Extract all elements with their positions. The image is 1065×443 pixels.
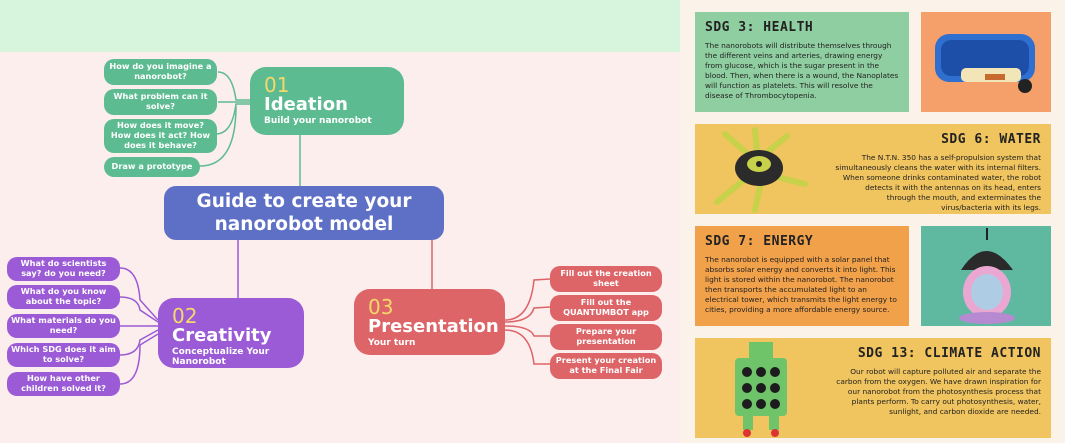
creativity-question: What do scientists say? do you need? (7, 257, 120, 281)
creativity-number: 02 (172, 304, 198, 328)
creativity-question: What materials do you need? (7, 314, 120, 338)
sdg-title: SDG 6: WATER (941, 132, 1041, 147)
presentation-step: Fill out the creation sheet (550, 266, 662, 292)
sdg-body: Our robot will capture polluted air and … (836, 367, 1041, 416)
central-title-line-2: nanorobot model (214, 214, 394, 235)
creativity-title: Creativity (172, 325, 272, 346)
water-robot-image (714, 127, 808, 213)
connector-presentation (504, 278, 551, 321)
climate-robot-image (735, 342, 787, 437)
water-robot-photo (695, 124, 825, 214)
presentation-title: Presentation (368, 316, 499, 337)
connector-ideation (217, 71, 250, 101)
ideation-subtitle: Build your nanorobot (264, 115, 372, 126)
health-robot-image (935, 34, 1035, 93)
energy-robot-photo (921, 226, 1051, 326)
health-robot-photo (921, 12, 1051, 112)
creativity-node: 02 Creativity Conceptualize Your Nanorob… (158, 298, 304, 368)
creativity-question: Which SDG does it aim to solve? (7, 343, 120, 367)
ideation-question: How do you imagine a nanorobot? (104, 59, 217, 85)
sdg-title: SDG 13: CLIMATE ACTION (857, 346, 1041, 361)
sdg-card-climate-action: SDG 13: CLIMATE ACTION Our robot will ca… (825, 338, 1051, 438)
sdg-title: SDG 7: ENERGY (705, 234, 814, 249)
presentation-step: Fill out the QUANTUMBOT app (550, 295, 662, 321)
sdg-card-health: SDG 3: HEALTH The nanorobots will distri… (695, 12, 909, 112)
ideation-question: How does it move? How does it act? How d… (104, 119, 217, 153)
sdg-card-energy: SDG 7: ENERGY The nanorobot is equipped … (695, 226, 909, 326)
central-title-line-1: Guide to create your (196, 190, 412, 212)
sdg-body: The nanorobot is equipped with a solar p… (705, 255, 897, 314)
ideation-question: What problem can it solve? (104, 89, 217, 115)
climate-robot-photo (695, 338, 825, 438)
presentation-number: 03 (368, 295, 394, 319)
ideation-question: Draw a prototype (104, 157, 200, 177)
creativity-subtitle: Conceptualize Your Nanorobot (172, 346, 270, 368)
ideation-number: 01 (264, 73, 290, 97)
presentation-subtitle: Your turn (368, 337, 416, 348)
ideation-title: Ideation (264, 94, 348, 115)
central-title: Guide to create your nanorobot model (164, 186, 444, 240)
presentation-node: 03 Presentation Your turn (354, 289, 505, 355)
sdg-title: SDG 3: HEALTH (705, 20, 814, 35)
ideation-node: 01 Ideation Build your nanorobot (250, 67, 404, 135)
presentation-step: Prepare your presentation (550, 324, 662, 350)
sdg-body: The nanorobots will distribute themselve… (705, 41, 899, 100)
presentation-step: Present your creation at the Final Fair (550, 353, 662, 379)
sdg-card-water: SDG 6: WATER The N.T.N. 350 has a self-p… (825, 124, 1051, 214)
creativity-question: How have other children solved it? (7, 372, 120, 396)
energy-robot-image (959, 228, 1015, 324)
creativity-question: What do you know about the topic? (7, 285, 120, 309)
mindmap-connectors (119, 71, 551, 385)
sdg-body: The N.T.N. 350 has a self-propulsion sys… (835, 153, 1041, 212)
connector-creativity (119, 267, 159, 321)
